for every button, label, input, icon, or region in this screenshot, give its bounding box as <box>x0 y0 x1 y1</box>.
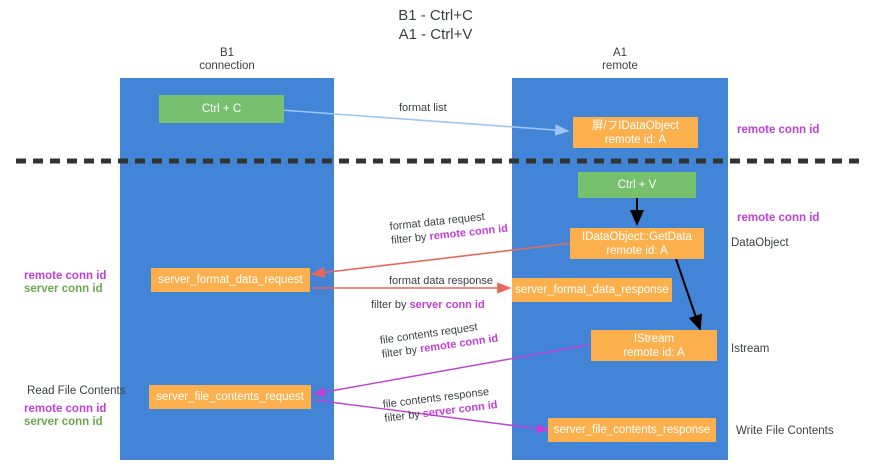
annotation-left-bottom-remote-conn-id: remote conn id <box>24 403 107 415</box>
annotation-right-write-file-contents: Write File Contents <box>736 425 834 437</box>
caption-format-list: format list <box>399 102 447 114</box>
annotation-left-bottom-server-conn-id: server conn id <box>24 416 103 428</box>
column-header-a1-sub: remote <box>602 60 638 72</box>
column-header-a1: A1 remote <box>512 47 728 73</box>
caption-format-data-response-filter-kw: server conn id <box>409 299 485 311</box>
box-istream-line1: IStream <box>633 332 675 345</box>
annotation-right-remote-conn-id-top: remote conn id <box>737 124 820 136</box>
arrow-format-data-request <box>310 242 573 279</box>
title-line-1: B1 - Ctrl+C <box>398 7 473 24</box>
box-ctrl-c-label: Ctrl + C <box>201 103 242 115</box>
box-istream-remote[interactable]: IStream remote id: A <box>591 330 717 361</box>
annotation-left-remote-conn-id: remote conn id <box>24 270 107 282</box>
box-server-file-contents-request-label: server_file_contents_request <box>156 391 304 403</box>
box-server-file-contents-response-label: server_file_contents_response <box>553 424 711 436</box>
box-idataobject-remote[interactable]: 屏/フIDataObject remote id: A <box>573 117 698 148</box>
column-header-a1-name: A1 <box>612 47 628 59</box>
box-server-format-data-request[interactable]: server_format_data_request <box>151 268 310 292</box>
arrow-file-contents-response <box>313 399 550 434</box>
annotation-left-server-conn-id: server conn id <box>24 283 103 295</box>
box-idataobject-line1: 屏/フIDataObject <box>592 119 679 132</box>
box-server-format-data-request-label: server_format_data_request <box>158 274 303 286</box>
box-server-file-contents-response[interactable]: server_file_contents_response <box>548 418 716 442</box>
caption-format-data-response: format data response <box>389 275 493 287</box>
box-ctrl-c[interactable]: Ctrl + C <box>159 95 284 123</box>
annotation-right-istream: Istream <box>731 343 770 355</box>
box-server-file-contents-request[interactable]: server_file_contents_request <box>149 385 311 409</box>
box-ctrl-v-label: Ctrl + V <box>617 179 657 191</box>
box-istream-line2: remote id: A <box>623 346 685 359</box>
page-title: B1 - Ctrl+C A1 - Ctrl+V <box>0 6 871 44</box>
caption-format-data-response-filter-prefix: filter by <box>371 299 410 311</box>
annotation-left-read-file-contents: Read File Contents <box>27 385 126 397</box>
arrow-format-list <box>280 109 570 136</box>
arrow-file-contents-request <box>312 344 589 397</box>
column-header-b1: B1 connection <box>120 47 334 73</box>
title-line-2: A1 - Ctrl+V <box>398 26 473 43</box>
box-getdata-remote[interactable]: IDataObject::GetData remote id: A <box>570 228 704 259</box>
annotation-right-dataobject: DataObject <box>731 237 789 249</box>
box-getdata-line2: remote id: A <box>606 244 668 257</box>
box-server-format-data-response-label: server_format_data_response <box>515 284 669 296</box>
caption-format-data-request-filter-prefix: filter by <box>390 230 431 247</box>
box-ctrl-v[interactable]: Ctrl + V <box>578 172 696 198</box>
box-server-format-data-response[interactable]: server_format_data_response <box>512 278 672 302</box>
caption-format-data-response-filter: filter by server conn id <box>371 298 485 312</box>
column-header-b1-sub: connection <box>199 60 255 72</box>
column-header-b1-name: B1 <box>219 47 235 59</box>
annotation-right-remote-conn-id-mid: remote conn id <box>737 212 820 224</box>
box-idataobject-line2: remote id: A <box>604 133 667 146</box>
arrow-getdata-to-istream <box>675 258 703 331</box>
box-getdata-line1: IDataObject::GetData <box>582 230 692 243</box>
